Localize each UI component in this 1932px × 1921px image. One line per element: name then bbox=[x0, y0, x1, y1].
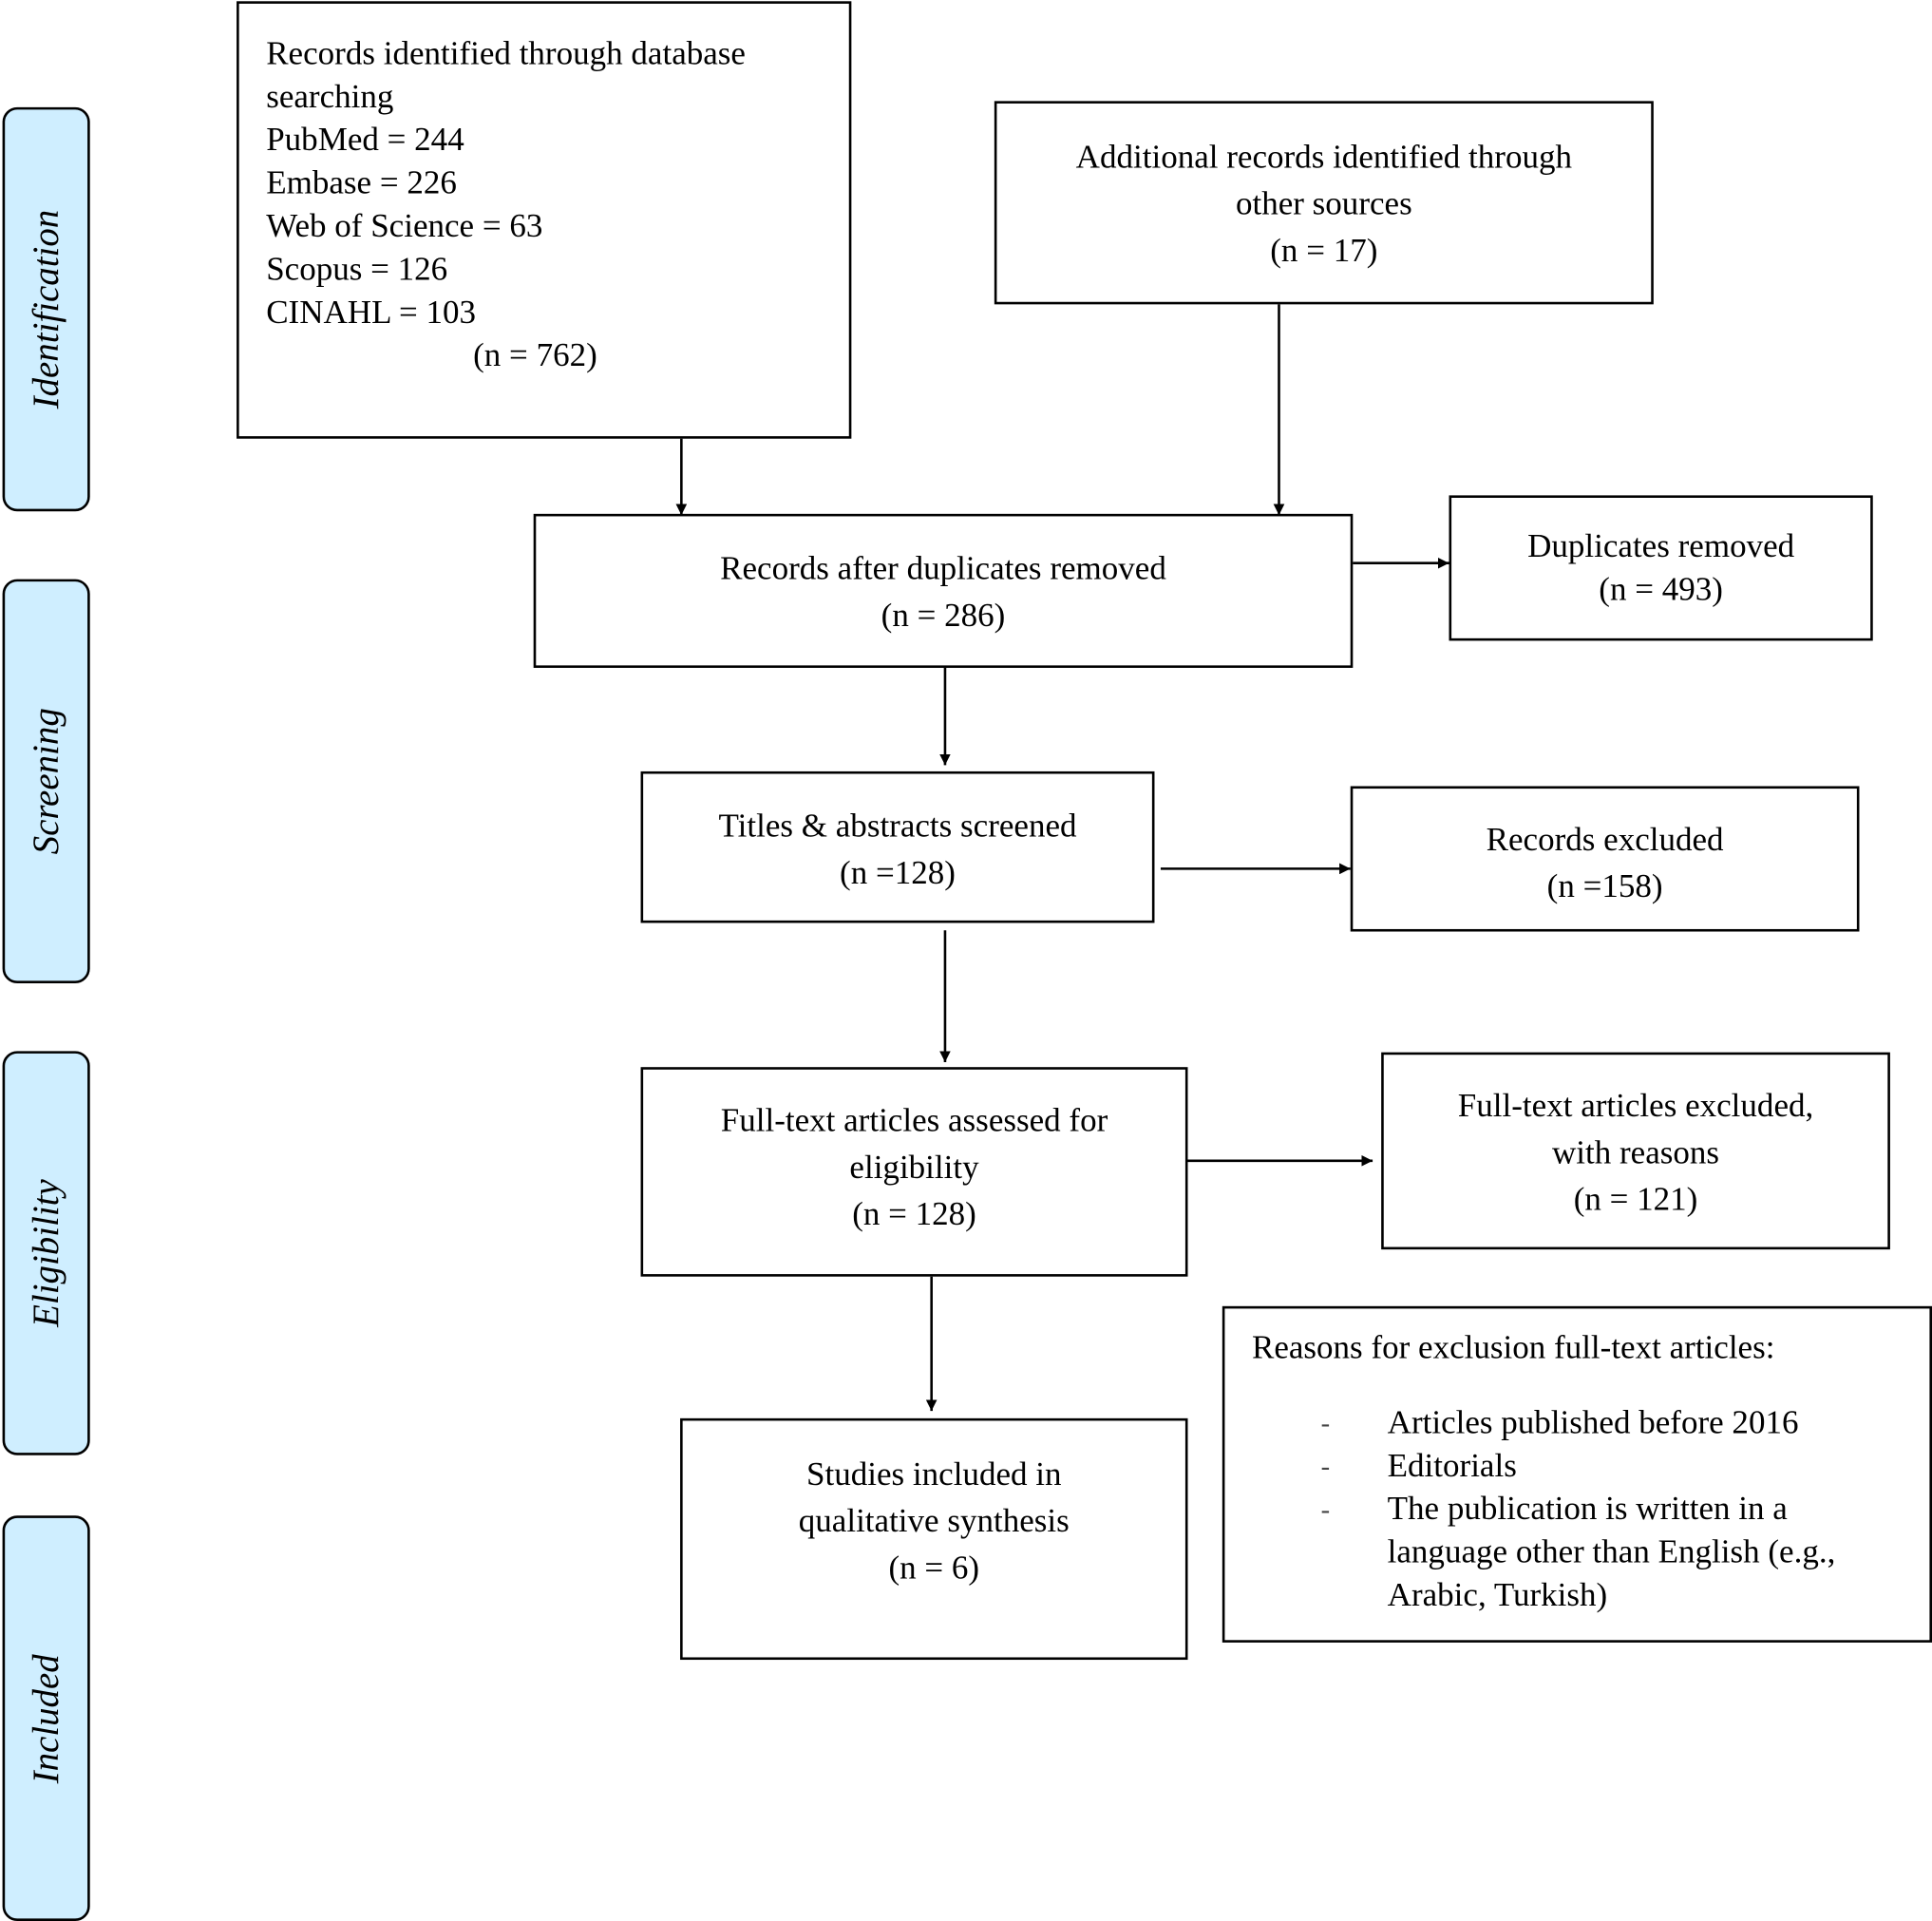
records-excluded-count: (n =158) bbox=[1546, 867, 1663, 904]
duplicates-removed-box: Duplicates removed (n = 493) bbox=[1449, 495, 1873, 641]
fulltext-excluded-label-cont: with reasons bbox=[1551, 1133, 1720, 1171]
bullet-dash: - bbox=[1320, 1493, 1331, 1525]
exclusion-reasons-list: - Articles published before 2016 - Edito… bbox=[1252, 1401, 1929, 1617]
exclusion-reason-text: Articles published before 2016 bbox=[1387, 1403, 1799, 1441]
exclusion-reasons-title: Reasons for exclusion full-text articles… bbox=[1251, 1328, 1775, 1366]
included-studies-count: (n = 6) bbox=[888, 1549, 980, 1587]
fulltext-excluded-label: Full-text articles excluded, bbox=[1457, 1086, 1814, 1124]
scopus-count: Scopus = 126 bbox=[266, 250, 448, 288]
exclusion-reasons-box: Reasons for exclusion full-text articles… bbox=[1222, 1305, 1932, 1643]
phase-included: Included bbox=[2, 1515, 90, 1921]
included-studies-label-cont: qualitative synthesis bbox=[798, 1502, 1070, 1539]
fulltext-assessed-count: (n = 128) bbox=[852, 1195, 976, 1232]
exclusion-reason-text: Editorials bbox=[1387, 1446, 1517, 1484]
duplicates-removed-count: (n = 493) bbox=[1599, 570, 1723, 608]
phase-screening-label: Screening bbox=[25, 708, 66, 855]
database-search-heading-cont: searching bbox=[266, 77, 394, 115]
other-sources-box: Additional records identified through ot… bbox=[994, 101, 1654, 305]
pubmed-count: PubMed = 244 bbox=[266, 121, 464, 159]
fulltext-excluded-box: Full-text articles excluded, with reason… bbox=[1381, 1052, 1890, 1250]
fulltext-assessed-label: Full-text articles assessed for bbox=[720, 1101, 1108, 1139]
embase-count: Embase = 226 bbox=[266, 163, 457, 201]
after-duplicates-count: (n = 286) bbox=[881, 596, 1006, 634]
phase-screening: Screening bbox=[2, 579, 90, 984]
exclusion-reason-text-cont: Arabic, Turkish) bbox=[1387, 1575, 1608, 1613]
screened-count: (n =128) bbox=[840, 853, 956, 891]
included-studies-label: Studies included in bbox=[806, 1455, 1062, 1493]
screened-label: Titles & abstracts screened bbox=[718, 807, 1077, 845]
after-duplicates-box: Records after duplicates removed (n = 28… bbox=[533, 513, 1354, 668]
database-search-total: (n = 762) bbox=[473, 336, 597, 373]
database-search-heading: Records identified through database bbox=[266, 34, 746, 72]
screened-box: Titles & abstracts screened (n =128) bbox=[640, 770, 1155, 923]
included-studies-box: Studies included in qualitative synthesi… bbox=[680, 1417, 1188, 1661]
fulltext-assessed-label-cont: eligibility bbox=[849, 1148, 979, 1186]
phase-included-label: Included bbox=[25, 1653, 66, 1783]
phase-identification: Identification bbox=[2, 106, 90, 512]
bullet-dash: - bbox=[1320, 1407, 1331, 1438]
records-excluded-box: Records excluded (n =158) bbox=[1350, 786, 1860, 932]
exclusion-reason-item: - Articles published before 2016 bbox=[1252, 1401, 1929, 1444]
other-sources-heading: Additional records identified through bbox=[1075, 138, 1573, 176]
other-sources-heading-cont: other sources bbox=[1235, 184, 1412, 222]
exclusion-reason-item: - The publication is written in a langua… bbox=[1252, 1487, 1929, 1616]
web-of-science-count: Web of Science = 63 bbox=[266, 206, 543, 244]
other-sources-count: (n = 17) bbox=[1270, 231, 1378, 269]
exclusion-reason-item: - Editorials bbox=[1252, 1444, 1929, 1487]
phase-eligibility: Eligibility bbox=[2, 1051, 90, 1455]
after-duplicates-label: Records after duplicates removed bbox=[720, 549, 1166, 587]
phase-identification-label: Identification bbox=[25, 209, 66, 409]
bullet-dash: - bbox=[1320, 1450, 1331, 1481]
duplicates-removed-label: Duplicates removed bbox=[1527, 527, 1795, 565]
cinahl-count: CINAHL = 103 bbox=[266, 293, 477, 331]
exclusion-reason-text-cont: language other than English (e.g., bbox=[1387, 1532, 1836, 1570]
phase-eligibility-label: Eligibility bbox=[25, 1179, 66, 1327]
fulltext-excluded-count: (n = 121) bbox=[1573, 1180, 1698, 1218]
database-search-box: Records identified through database sear… bbox=[237, 1, 852, 439]
exclusion-reason-text: The publication is written in a bbox=[1387, 1490, 1788, 1527]
records-excluded-label: Records excluded bbox=[1486, 820, 1724, 858]
fulltext-assessed-box: Full-text articles assessed for eligibil… bbox=[640, 1067, 1188, 1277]
